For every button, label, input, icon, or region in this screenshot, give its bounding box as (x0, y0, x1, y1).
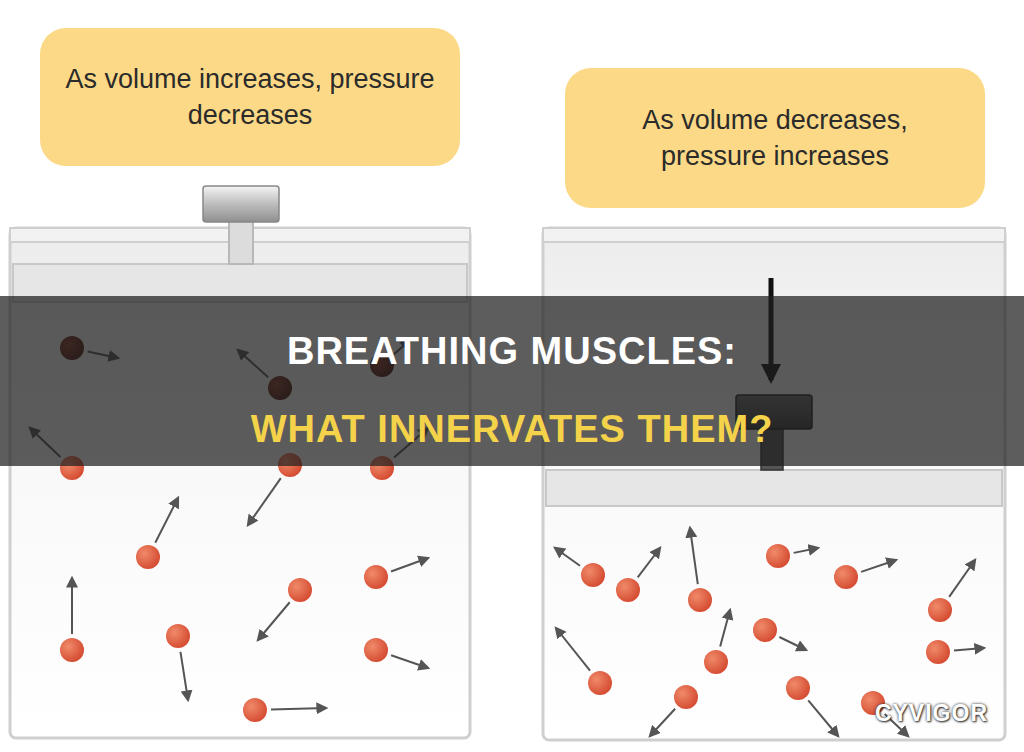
motion-arrow (258, 602, 290, 640)
motion-arrow (155, 498, 178, 543)
gas-molecule (926, 640, 950, 664)
gas-molecule (588, 671, 612, 695)
motion-arrow (71, 578, 73, 634)
banner-title: BREATHING MUSCLES: (0, 330, 1024, 373)
motion-arrow (861, 560, 896, 572)
gas-molecule (243, 698, 267, 722)
gas-molecule (616, 578, 640, 602)
gas-molecule (288, 578, 312, 602)
motion-arrow (808, 700, 838, 736)
motion-arrow (555, 548, 580, 566)
motion-arrow (794, 548, 818, 553)
gas-molecule (136, 545, 160, 569)
gas-molecule (704, 650, 728, 674)
caption-box: As volume increases, pressure decreases (40, 28, 460, 166)
banner-subtitle: WHAT INNERVATES THEM? (0, 408, 1024, 451)
gas-molecule (166, 624, 190, 648)
caption-text: As volume increases, pressure decreases (62, 61, 438, 134)
gas-molecule (753, 618, 777, 642)
gas-molecule (834, 565, 858, 589)
motion-arrow (650, 709, 675, 736)
gas-molecule (364, 638, 388, 662)
motion-arrow (391, 558, 428, 572)
motion-arrow (638, 548, 660, 577)
gas-molecule (786, 676, 810, 700)
gas-molecule (688, 588, 712, 612)
motion-arrow (391, 655, 428, 668)
motion-arrow (954, 648, 984, 651)
gas-molecule (364, 565, 388, 589)
motion-arrow (556, 628, 590, 671)
motion-arrow (949, 560, 975, 597)
gas-molecule (60, 638, 84, 662)
gas-molecule (928, 598, 952, 622)
motion-arrow (248, 478, 281, 525)
gas-molecule (766, 544, 790, 568)
watermark: CYVIGOR (875, 700, 988, 727)
motion-arrow (690, 528, 698, 584)
motion-arrow (271, 708, 326, 710)
caption-text: As volume decreases, pressure increases (587, 102, 963, 175)
caption-box: As volume decreases, pressure increases (565, 68, 985, 208)
motion-arrow (779, 637, 806, 650)
motion-arrow (180, 652, 188, 700)
motion-arrow (720, 610, 730, 647)
gas-molecule (581, 563, 605, 587)
gas-molecule (674, 685, 698, 709)
